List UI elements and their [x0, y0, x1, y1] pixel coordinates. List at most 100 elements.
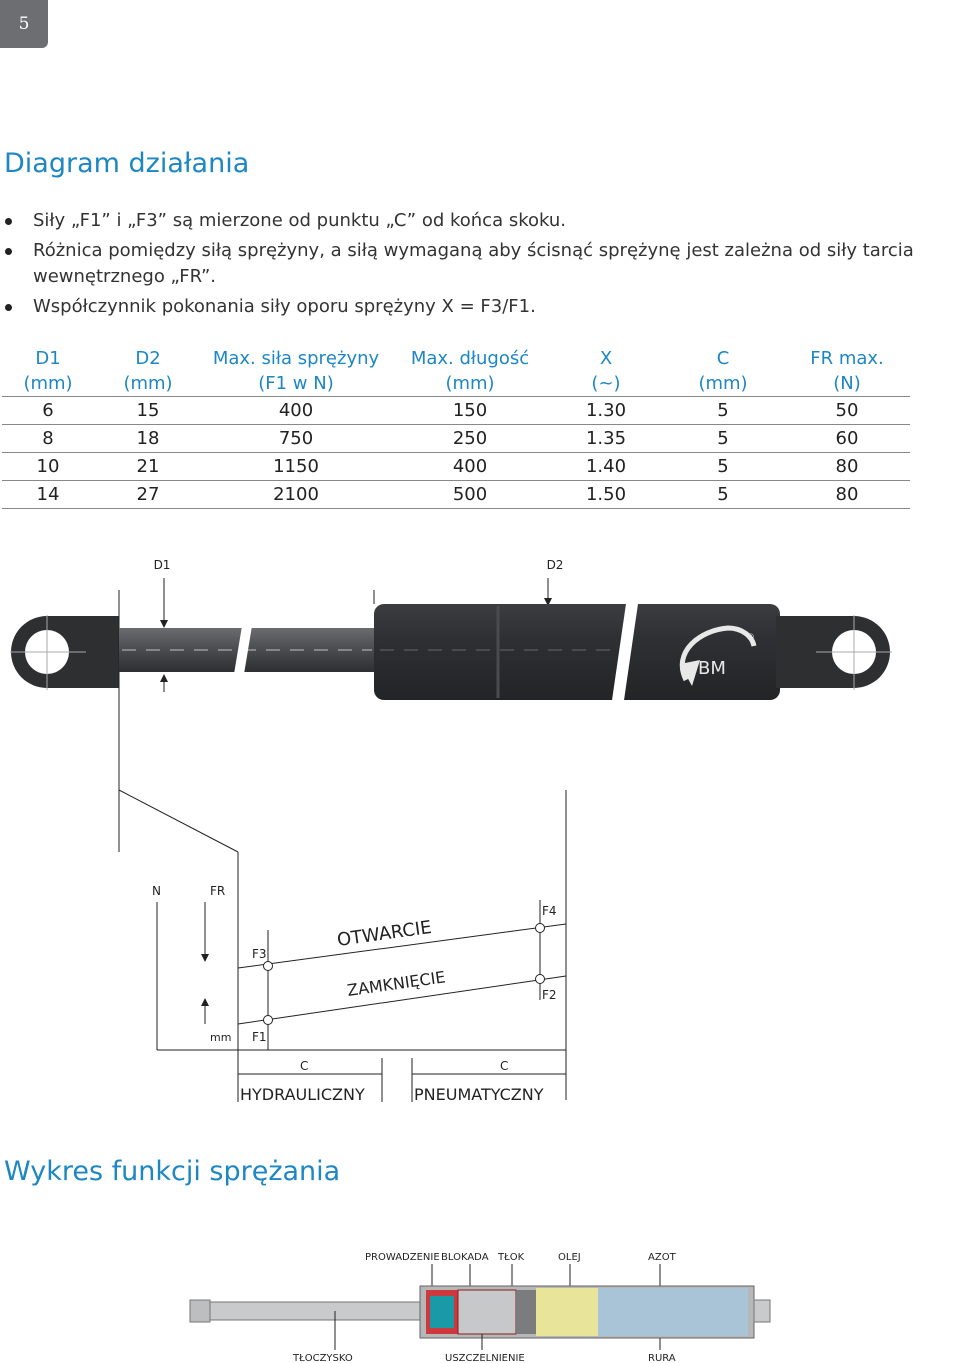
bullet-item: Różnica pomiędzy siłą sprężyny, a siłą w…: [0, 238, 930, 290]
f4-label: F4: [542, 904, 557, 918]
table-cell: 18: [94, 424, 202, 453]
d2-label: D2: [547, 558, 564, 572]
opening-label: OTWARCIE: [336, 917, 433, 951]
right-eye-end: [776, 615, 892, 690]
rod-break: [232, 614, 254, 686]
table-cell: 60: [784, 424, 910, 453]
label-prowadzenie: PROWADZENIE: [365, 1252, 440, 1263]
table-cell: 400: [390, 452, 550, 481]
col-header-d2: D2(mm): [123, 348, 173, 394]
axis-mm-label: mm: [210, 1031, 231, 1044]
axis-fr-arrow-bottom: [201, 998, 209, 1006]
label-olej: OLEJ: [558, 1252, 581, 1263]
d1-arrow-head: [160, 620, 168, 628]
table-cell: 21: [94, 452, 202, 481]
table-row: 10 21 1150 400 1.40 5 80: [2, 452, 910, 481]
label-azot: AZOT: [648, 1252, 677, 1263]
table-cell: 5: [662, 396, 784, 425]
table-row: 6 15 400 150 1.30 5 50: [2, 396, 910, 425]
axis-fr-label: FR: [210, 884, 225, 898]
table-cell: 1.35: [550, 424, 662, 453]
cutaway-lock: [457, 1289, 517, 1335]
cutaway-rod-end: [189, 1299, 211, 1323]
cutaway-nitrogen: [598, 1288, 748, 1336]
closing-line: [237, 975, 567, 1025]
col-header-max-force: Max. siła sprężyny(F1 w N): [212, 348, 380, 394]
f4-point: [535, 923, 545, 933]
table-cell: 50: [784, 396, 910, 425]
f1-point: [263, 1015, 273, 1025]
col-header-c: C(mm): [698, 348, 748, 394]
label-tloczysko: TŁOCZYSKO: [292, 1353, 353, 1363]
col-header-fr: FR max.(N): [810, 348, 884, 394]
table-row: 8 18 750 250 1.35 5 60: [2, 424, 910, 453]
bullet-list: Siły „F1” i „F3” są mierzone od punktu „…: [0, 208, 930, 324]
page-number-badge: 5: [0, 0, 48, 48]
table-cell: 5: [662, 452, 784, 481]
hydraulic-label: HYDRAULICZNY: [240, 1085, 365, 1104]
section-title-diagram: Diagram działania: [4, 148, 250, 179]
cutaway-oil: [536, 1288, 598, 1336]
table-cell: 250: [390, 424, 550, 453]
table-cell: 1.50: [550, 480, 662, 509]
c-left-label: C: [300, 1059, 308, 1073]
f3-label: F3: [252, 947, 267, 961]
table-cell: 80: [784, 480, 910, 509]
bullet-item: Siły „F1” i „F3” są mierzone od punktu „…: [0, 208, 930, 234]
axis-n-label: N: [152, 884, 161, 898]
table-cell: 8: [2, 424, 94, 453]
table-cell: 5: [662, 424, 784, 453]
table-header-row: D1(mm) D2(mm) Max. siła sprężyny(F1 w N)…: [2, 346, 910, 397]
cylinder-break: [610, 590, 640, 714]
table-cell: 1.40: [550, 452, 662, 481]
label-blokada: BLOKADA: [441, 1252, 489, 1263]
table-cell: 6: [2, 396, 94, 425]
bullet-item: Współczynnik pokonania siły oporu spręży…: [0, 294, 930, 320]
cutaway-rod: [189, 1301, 423, 1321]
spec-table: D1(mm) D2(mm) Max. siła sprężyny(F1 w N)…: [2, 346, 910, 509]
cutaway-guide-inner: [430, 1296, 454, 1328]
d1-label: D1: [154, 558, 171, 572]
col-header-x: X(~): [591, 348, 621, 394]
gas-spring-diagram: D1 D2 BM ® N FR: [10, 558, 892, 1104]
table-cell: 10: [2, 452, 94, 481]
table-cell: 2100: [202, 480, 390, 509]
table-cell: 80: [784, 452, 910, 481]
bm-logo: BM ®: [679, 625, 757, 686]
closing-label: ZAMKNIĘCIE: [346, 967, 447, 1000]
c-right-label: C: [500, 1059, 508, 1073]
svg-text:BM: BM: [698, 658, 726, 679]
table-cell: 500: [390, 480, 550, 509]
section-title-compression: Wykres funkcji sprężania: [4, 1156, 341, 1187]
pneumatic-label: PNEUMATYCZNY: [414, 1085, 544, 1104]
cutaway-piston: [516, 1290, 536, 1334]
f2-point: [535, 974, 545, 984]
label-tlok: TŁOK: [497, 1252, 525, 1263]
label-rura: RURA: [648, 1353, 676, 1363]
table-cell: 27: [94, 480, 202, 509]
svg-text:®: ®: [746, 633, 755, 643]
table-cell: 14: [2, 480, 94, 509]
table-cell: 150: [390, 396, 550, 425]
col-header-d1: D1(mm): [23, 348, 73, 394]
table-cell: 1150: [202, 452, 390, 481]
table-cell: 15: [94, 396, 202, 425]
cutaway-tube-end: [753, 1299, 771, 1323]
cutaway-diagram: PROWADZENIE BLOKADA TŁOK OLEJ AZOT TŁOCZ…: [189, 1252, 771, 1363]
d1-arrow-bottom-head: [160, 674, 168, 682]
table-cell: 5: [662, 480, 784, 509]
label-uszczelnienie: USZCZELNIENIE: [445, 1353, 525, 1363]
axis-fr-arrow: [201, 954, 209, 962]
table-row: 14 27 2100 500 1.50 5 80: [2, 480, 910, 509]
f1-label: F1: [252, 1030, 267, 1044]
projection-line-left: [118, 789, 239, 853]
table-cell: 400: [202, 396, 390, 425]
opening-line: [237, 923, 567, 969]
f3-point: [263, 961, 273, 971]
left-eye-end: [10, 615, 119, 690]
f2-label: F2: [542, 988, 557, 1002]
d2-arrow-head: [544, 598, 552, 606]
cylinder-tube: [374, 604, 780, 700]
table-cell: 1.30: [550, 396, 662, 425]
table-cell: 750: [202, 424, 390, 453]
